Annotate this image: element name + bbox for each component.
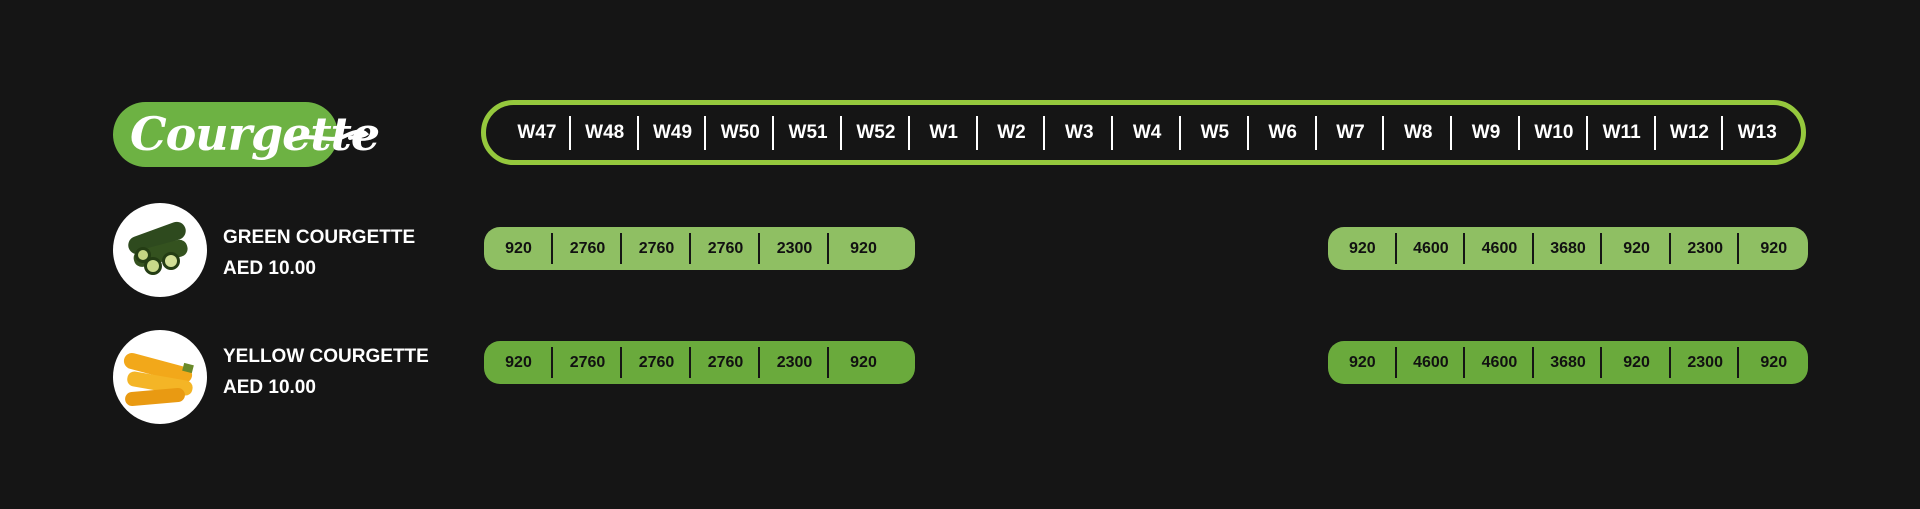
week-label: W48 bbox=[571, 115, 639, 150]
week-label: W1 bbox=[910, 115, 978, 150]
week-label: W2 bbox=[978, 115, 1046, 150]
quantity-cell: 4600 bbox=[1397, 347, 1466, 378]
brand-title: Courgette bbox=[130, 107, 380, 161]
week-label: W9 bbox=[1452, 115, 1520, 150]
quantity-cell: 2760 bbox=[622, 233, 691, 264]
week-label: W4 bbox=[1113, 115, 1181, 150]
quantity-cell: 2760 bbox=[691, 233, 760, 264]
quantity-cell: 920 bbox=[1602, 233, 1671, 264]
product-name: YELLOW COURGETTE bbox=[223, 346, 429, 367]
product-price: AED 10.00 bbox=[223, 258, 316, 279]
quantity-cell: 3680 bbox=[1534, 233, 1603, 264]
quantity-cell: 920 bbox=[1602, 347, 1671, 378]
quantity-cell: 920 bbox=[1760, 354, 1788, 371]
quantity-cell: 4600 bbox=[1465, 347, 1534, 378]
quantity-cell: 4600 bbox=[1465, 233, 1534, 264]
week-label: W52 bbox=[842, 115, 910, 150]
quantity-cell: 920 bbox=[484, 233, 553, 264]
quantity-cell: 2300 bbox=[1671, 347, 1740, 378]
week-label: W13 bbox=[1737, 121, 1777, 143]
week-label: W8 bbox=[1384, 115, 1452, 150]
green-courgette-icon bbox=[113, 203, 207, 297]
product-name: GREEN COURGETTE bbox=[223, 227, 416, 248]
quantity-cell: 2760 bbox=[622, 347, 691, 378]
week-label: W7 bbox=[1317, 115, 1385, 150]
quantity-cell: 3680 bbox=[1534, 347, 1603, 378]
logo-swash-icon bbox=[290, 129, 370, 142]
quantity-cell: 920 bbox=[1760, 240, 1788, 257]
yellow-courgette-icon bbox=[113, 330, 207, 424]
quantity-cell: 2300 bbox=[1671, 233, 1740, 264]
quantity-cell: 920 bbox=[850, 240, 877, 257]
logo-pill bbox=[113, 102, 338, 167]
quantity-cell: 920 bbox=[484, 347, 553, 378]
week-label: W51 bbox=[774, 115, 842, 150]
week-label: W6 bbox=[1249, 115, 1317, 150]
week-label: W10 bbox=[1520, 115, 1588, 150]
quantity-cell: 2760 bbox=[553, 233, 622, 264]
week-label: W5 bbox=[1181, 115, 1249, 150]
week-label: W49 bbox=[639, 115, 707, 150]
week-label: W12 bbox=[1656, 115, 1724, 150]
quantity-cell: 2300 bbox=[760, 233, 829, 264]
quantity-cell: 920 bbox=[1328, 347, 1397, 378]
product-price: AED 10.00 bbox=[223, 377, 316, 398]
week-label: W3 bbox=[1045, 115, 1113, 150]
quantity-cell: 920 bbox=[1328, 233, 1397, 264]
week-label: W11 bbox=[1588, 115, 1656, 150]
quantity-cell: 4600 bbox=[1397, 233, 1466, 264]
week-label: W47 bbox=[503, 115, 571, 150]
quantity-cell: 2760 bbox=[691, 347, 760, 378]
quantity-cell: 920 bbox=[850, 354, 877, 371]
quantity-cell: 2760 bbox=[553, 347, 622, 378]
quantity-cell: 2300 bbox=[760, 347, 829, 378]
week-label: W50 bbox=[706, 115, 774, 150]
